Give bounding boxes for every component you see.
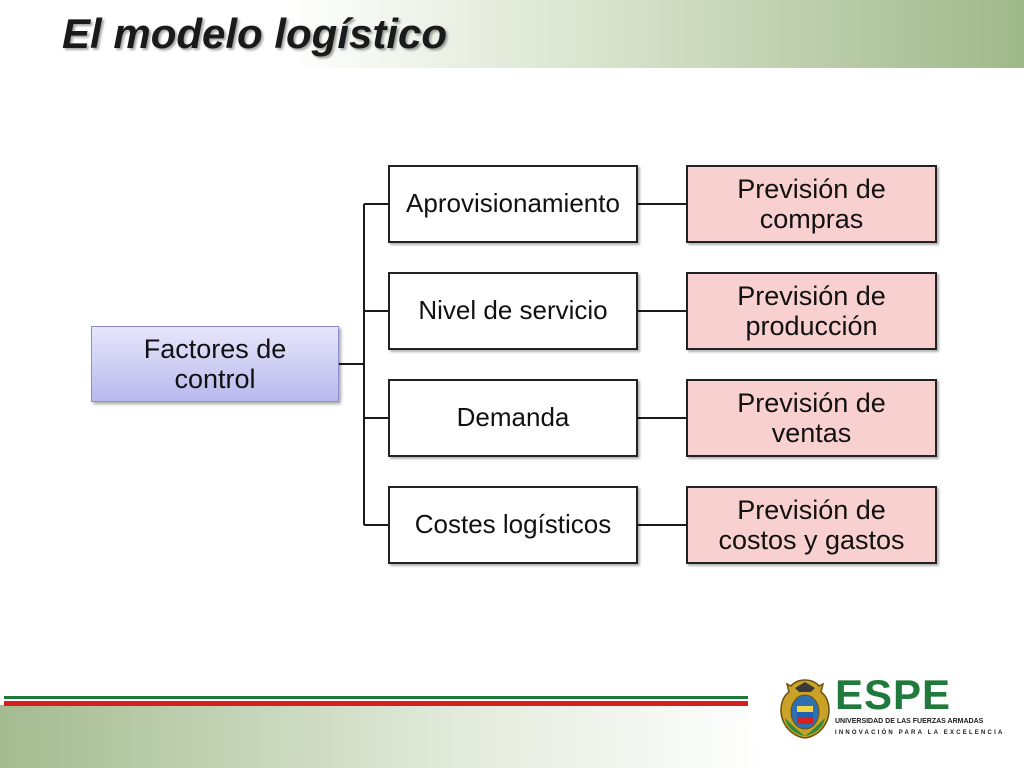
factor-node-aprovisionamiento: Aprovisionamiento	[388, 165, 638, 243]
footer-stripe-green	[4, 696, 748, 699]
logo-wordmark: ESPE	[835, 671, 952, 718]
root-node-factores: Factores de control	[91, 326, 339, 402]
espe-logo: ESPE UNIVERSIDAD DE LAS FUERZAS ARMADAS …	[755, 671, 1005, 746]
logo-subtitle: UNIVERSIDAD DE LAS FUERZAS ARMADAS	[835, 718, 984, 725]
factor-node-demanda: Demanda	[388, 379, 638, 457]
header-band	[0, 0, 1024, 68]
factor-node-costes-logisticos: Costes logísticos	[388, 486, 638, 564]
forecast-node-ventas: Previsión de ventas	[686, 379, 937, 457]
forecast-node-costos-gastos: Previsión de costos y gastos	[686, 486, 937, 564]
footer-stripe-red	[4, 701, 748, 706]
forecast-node-compras: Previsión de compras	[686, 165, 937, 243]
university-crest-icon	[780, 679, 830, 739]
factor-node-nivel-servicio: Nivel de servicio	[388, 272, 638, 350]
logo-tagline: INNOVACIÓN PARA LA EXCELENCIA	[835, 730, 1005, 736]
slide-title: El modelo logístico	[62, 10, 448, 57]
forecast-node-produccion: Previsión de producción	[686, 272, 937, 350]
